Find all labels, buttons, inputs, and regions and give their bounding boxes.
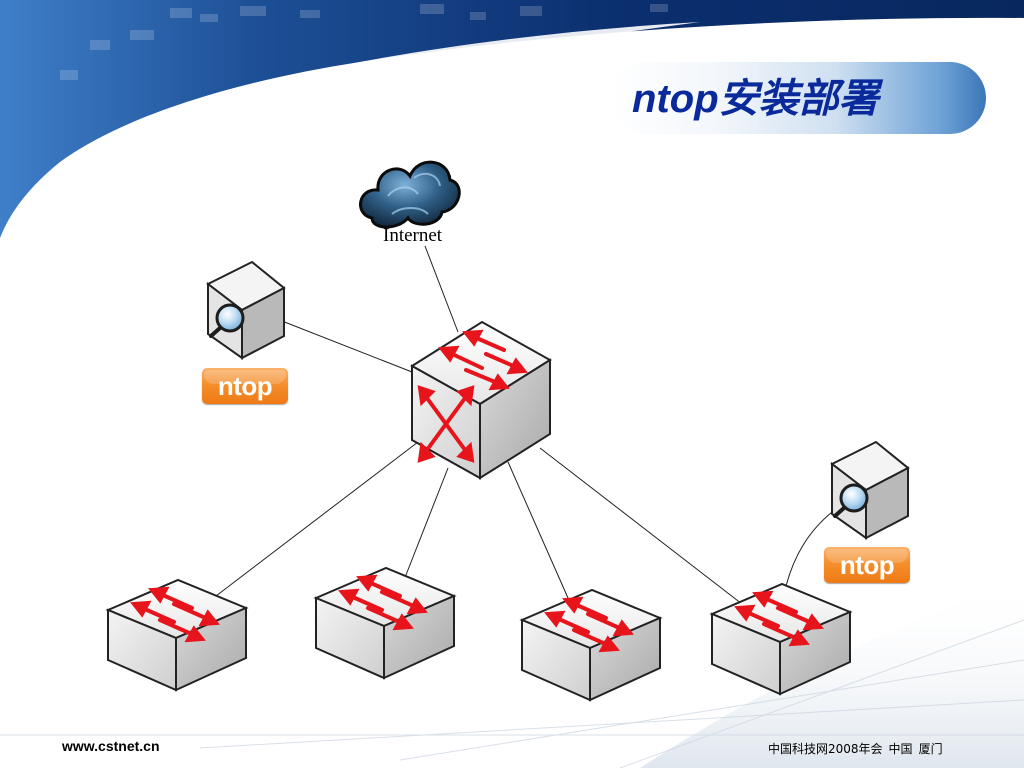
footer-url: www.cstnet.cn: [62, 738, 160, 754]
ntop-probe-icon: [830, 440, 910, 540]
title-banner: [610, 62, 986, 134]
ntop-logo: ntop: [824, 547, 910, 583]
cloud-icon: [359, 160, 461, 229]
access-switch-icon: [106, 578, 248, 692]
access-switch-icon: [520, 588, 662, 702]
ntop-logo: ntop: [202, 368, 288, 404]
access-switch-icon: [314, 566, 456, 680]
internet-label: Internet: [383, 225, 443, 246]
footer-event-name: 中国科技网2008年会: [768, 742, 883, 756]
footer-event-city: 厦门: [918, 742, 943, 756]
core-switch-icon: [410, 320, 552, 480]
ntop-probe-icon: [206, 260, 286, 360]
page-title: ntop安装部署: [632, 77, 879, 121]
footer-event-country: 中国: [888, 742, 913, 756]
footer-event: 中国科技网2008年会中国厦门: [768, 740, 943, 757]
